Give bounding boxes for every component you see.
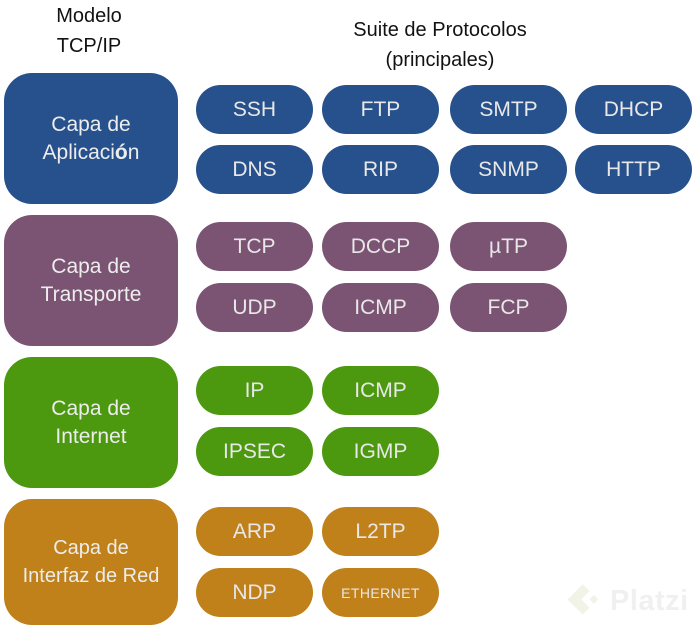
pill-icmp-transport: ICMP: [322, 283, 439, 332]
layer-box-network-interface: Capa de Interfaz de Red: [4, 499, 178, 625]
pill-http: HTTP: [575, 145, 692, 194]
layer-internet-line1: Capa de: [51, 396, 131, 420]
pill-ethernet: ETHERNET: [322, 568, 439, 617]
pill-dns: DNS: [196, 145, 313, 194]
layer-application-line2-post: n: [127, 140, 140, 164]
left-title-line1: Modelo: [56, 5, 122, 27]
left-title-line2: TCP/IP: [56, 35, 122, 57]
pill-rip: RIP: [322, 145, 439, 194]
right-title-suite-protocolos: Suite de Protocolos (principales): [290, 15, 590, 75]
pill-utp: µTP: [450, 222, 567, 271]
pill-smtp: SMTP: [450, 85, 567, 134]
pill-ndp: NDP: [196, 568, 313, 617]
pill-arp: ARP: [196, 507, 313, 556]
platzi-watermark: Platzi: [566, 582, 689, 620]
pill-igmp: IGMP: [322, 427, 439, 476]
pill-ipsec: IPSEC: [196, 427, 313, 476]
layer-box-transport: Capa de Transporte: [4, 215, 178, 346]
pill-icmp-internet: ICMP: [322, 366, 439, 415]
layer-label-internet: Capa de Internet: [51, 395, 130, 451]
pill-snmp: SNMP: [450, 145, 567, 194]
pill-ip: IP: [196, 366, 313, 415]
watermark-text: Platzi: [610, 584, 689, 617]
layer-network-interface-line1: Capa de: [53, 537, 129, 559]
pill-fcp: FCP: [450, 283, 567, 332]
layer-application-line1: Capa de: [51, 112, 131, 136]
layer-label-network-interface: Capa de Interfaz de Red: [23, 534, 160, 590]
pill-dccp: DCCP: [322, 222, 439, 271]
layer-box-application: Capa de Aplicación: [4, 73, 178, 204]
platzi-logo-icon: [567, 584, 599, 615]
pill-udp: UDP: [196, 283, 313, 332]
layer-transport-line1: Capa de: [51, 254, 131, 278]
right-title-line1: Suite de Protocolos: [353, 19, 527, 41]
layer-application-line2-pre: Aplicaci: [42, 140, 115, 164]
layer-label-application: Capa de Aplicación: [43, 111, 140, 167]
pill-ftp: FTP: [322, 85, 439, 134]
layer-box-internet: Capa de Internet: [4, 357, 178, 488]
layer-transport-line2: Transporte: [40, 282, 142, 306]
pill-dhcp: DHCP: [575, 85, 692, 134]
pill-tcp: TCP: [196, 222, 313, 271]
left-title-modelo-tcpip: Modelo TCP/IP: [0, 1, 178, 61]
layer-application-line2-accent: ó: [114, 140, 128, 164]
pill-l2tp: L2TP: [322, 507, 439, 556]
layer-label-transport: Capa de Transporte: [41, 253, 142, 309]
right-title-line2: (principales): [385, 49, 495, 71]
pill-ssh: SSH: [196, 85, 313, 134]
layer-network-interface-line2: Interfaz de Red: [22, 565, 160, 587]
layer-internet-line2: Internet: [55, 424, 127, 448]
